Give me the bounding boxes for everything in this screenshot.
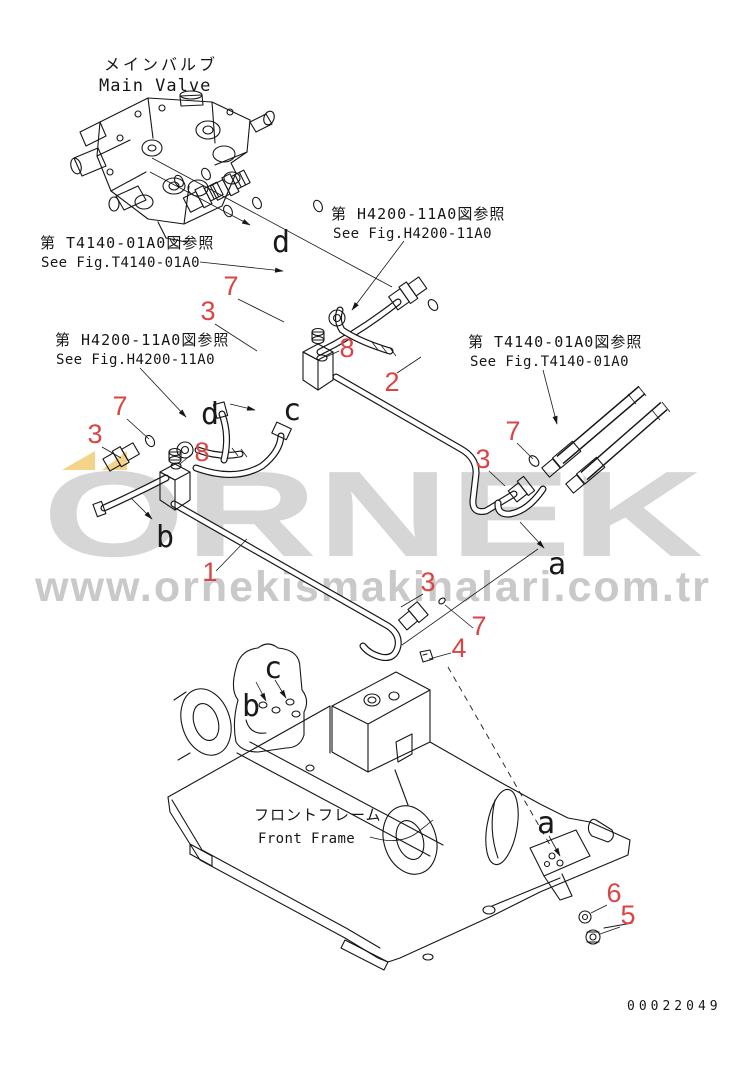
hose-core: [495, 486, 546, 517]
part-number-leader: [126, 418, 150, 440]
part-number-label: 3: [200, 296, 215, 326]
watermark-umlaut-triangle-left: [62, 451, 95, 470]
ref-t4140-right-en: See Fig.T4140-01A0: [470, 354, 629, 370]
hose-core: [317, 299, 401, 355]
part-number-label: 4: [451, 633, 466, 663]
front-frame-label-leader: [369, 819, 434, 841]
part-number-label: 8: [339, 333, 354, 363]
ref-h4200-left-en: See Fig.H4200-11A0: [56, 352, 215, 368]
left-hose-assembly: [92, 401, 551, 846]
watermark: ORNEK www.ornekismakinalari.com.tr: [34, 445, 711, 611]
right-hoses: [401, 385, 671, 646]
hose-core: [219, 411, 229, 463]
hose-core: [193, 433, 284, 477]
part-number-leader: [101, 446, 122, 459]
upper-hose-assembly: [302, 276, 540, 515]
part-number-label: 6: [606, 878, 621, 908]
connection-letter-a: a: [537, 806, 555, 841]
ref-t4140-right-jp: 第 T4140-01A0図参照: [468, 333, 642, 351]
hose-core: [333, 374, 517, 514]
part-number-leader: [214, 323, 258, 352]
part-number-label: 7: [112, 391, 127, 421]
connection-letter-b: b: [156, 520, 174, 555]
part-number-label: 2: [384, 367, 399, 397]
hose-core: [581, 402, 667, 480]
part-number-label: 7: [471, 611, 486, 641]
annotation-layer: メインバルブ Main Valve 第 T4140-01A0図参照 See Fi…: [40, 55, 722, 1014]
front-frame-label-en: Front Frame: [258, 831, 355, 847]
part-number-leader: [590, 904, 608, 914]
connection-letter-c: c: [283, 393, 301, 428]
part-number-label: 3: [420, 567, 435, 597]
connection-letter-c: c: [264, 651, 282, 686]
main-valve-drawing: [70, 90, 275, 243]
connection-letter-b: b: [242, 689, 260, 724]
part-number-label: 7: [223, 271, 238, 301]
part-number-label: 8: [194, 437, 209, 467]
front-frame-label-jp: フロントフレーム: [254, 806, 382, 824]
part-number-leader: [428, 652, 452, 660]
drawing-layer: [70, 90, 671, 971]
connection-letter-d: d: [272, 225, 290, 260]
main-valve-title-en: Main Valve: [99, 76, 211, 96]
part-number-leader: [396, 356, 422, 374]
watermark-url-text: www.ornekismakinalari.com.tr: [34, 563, 711, 611]
ref-h4200-top-en: See Fig.H4200-11A0: [333, 226, 492, 242]
connection-letter-d: d: [201, 397, 219, 432]
part-number-leader: [215, 538, 248, 572]
hose-core: [171, 501, 401, 660]
part-number-leader: [237, 298, 285, 323]
part-number-leader: [516, 442, 534, 460]
connection-arrows: [130, 403, 561, 857]
part-number-label: 3: [87, 419, 102, 449]
part-number-leader: [488, 470, 506, 487]
reference-arrows: [139, 240, 558, 425]
hose-core: [336, 307, 393, 354]
doc-number: 00022049: [627, 999, 722, 1014]
hose-core: [557, 386, 645, 464]
part-number-leader: [325, 350, 340, 358]
main-valve-title-jp: メインバルブ: [104, 55, 218, 74]
part-number-label: 7: [505, 416, 520, 446]
part-number-leader: [444, 604, 474, 629]
ref-h4200-left-jp: 第 H4200-11A0図参照: [55, 331, 229, 349]
ref-t4140-left-en: See Fig.T4140-01A0: [41, 255, 200, 271]
part-number-label: 5: [620, 900, 635, 930]
part-number-label: 3: [475, 444, 490, 474]
part-number-leader: [179, 452, 194, 465]
ref-t4140-left-jp: 第 T4140-01A0図参照: [40, 234, 214, 252]
ref-h4200-top-jp: 第 H4200-11A0図参照: [331, 205, 505, 223]
connection-letter-a: a: [548, 547, 566, 582]
part-number-leader: [599, 926, 621, 935]
part-number-leader: [400, 593, 424, 608]
part-number-label: 1: [202, 557, 217, 587]
valve-exploded-fittings: [149, 157, 393, 288]
front-frame-drawing: [167, 643, 633, 971]
